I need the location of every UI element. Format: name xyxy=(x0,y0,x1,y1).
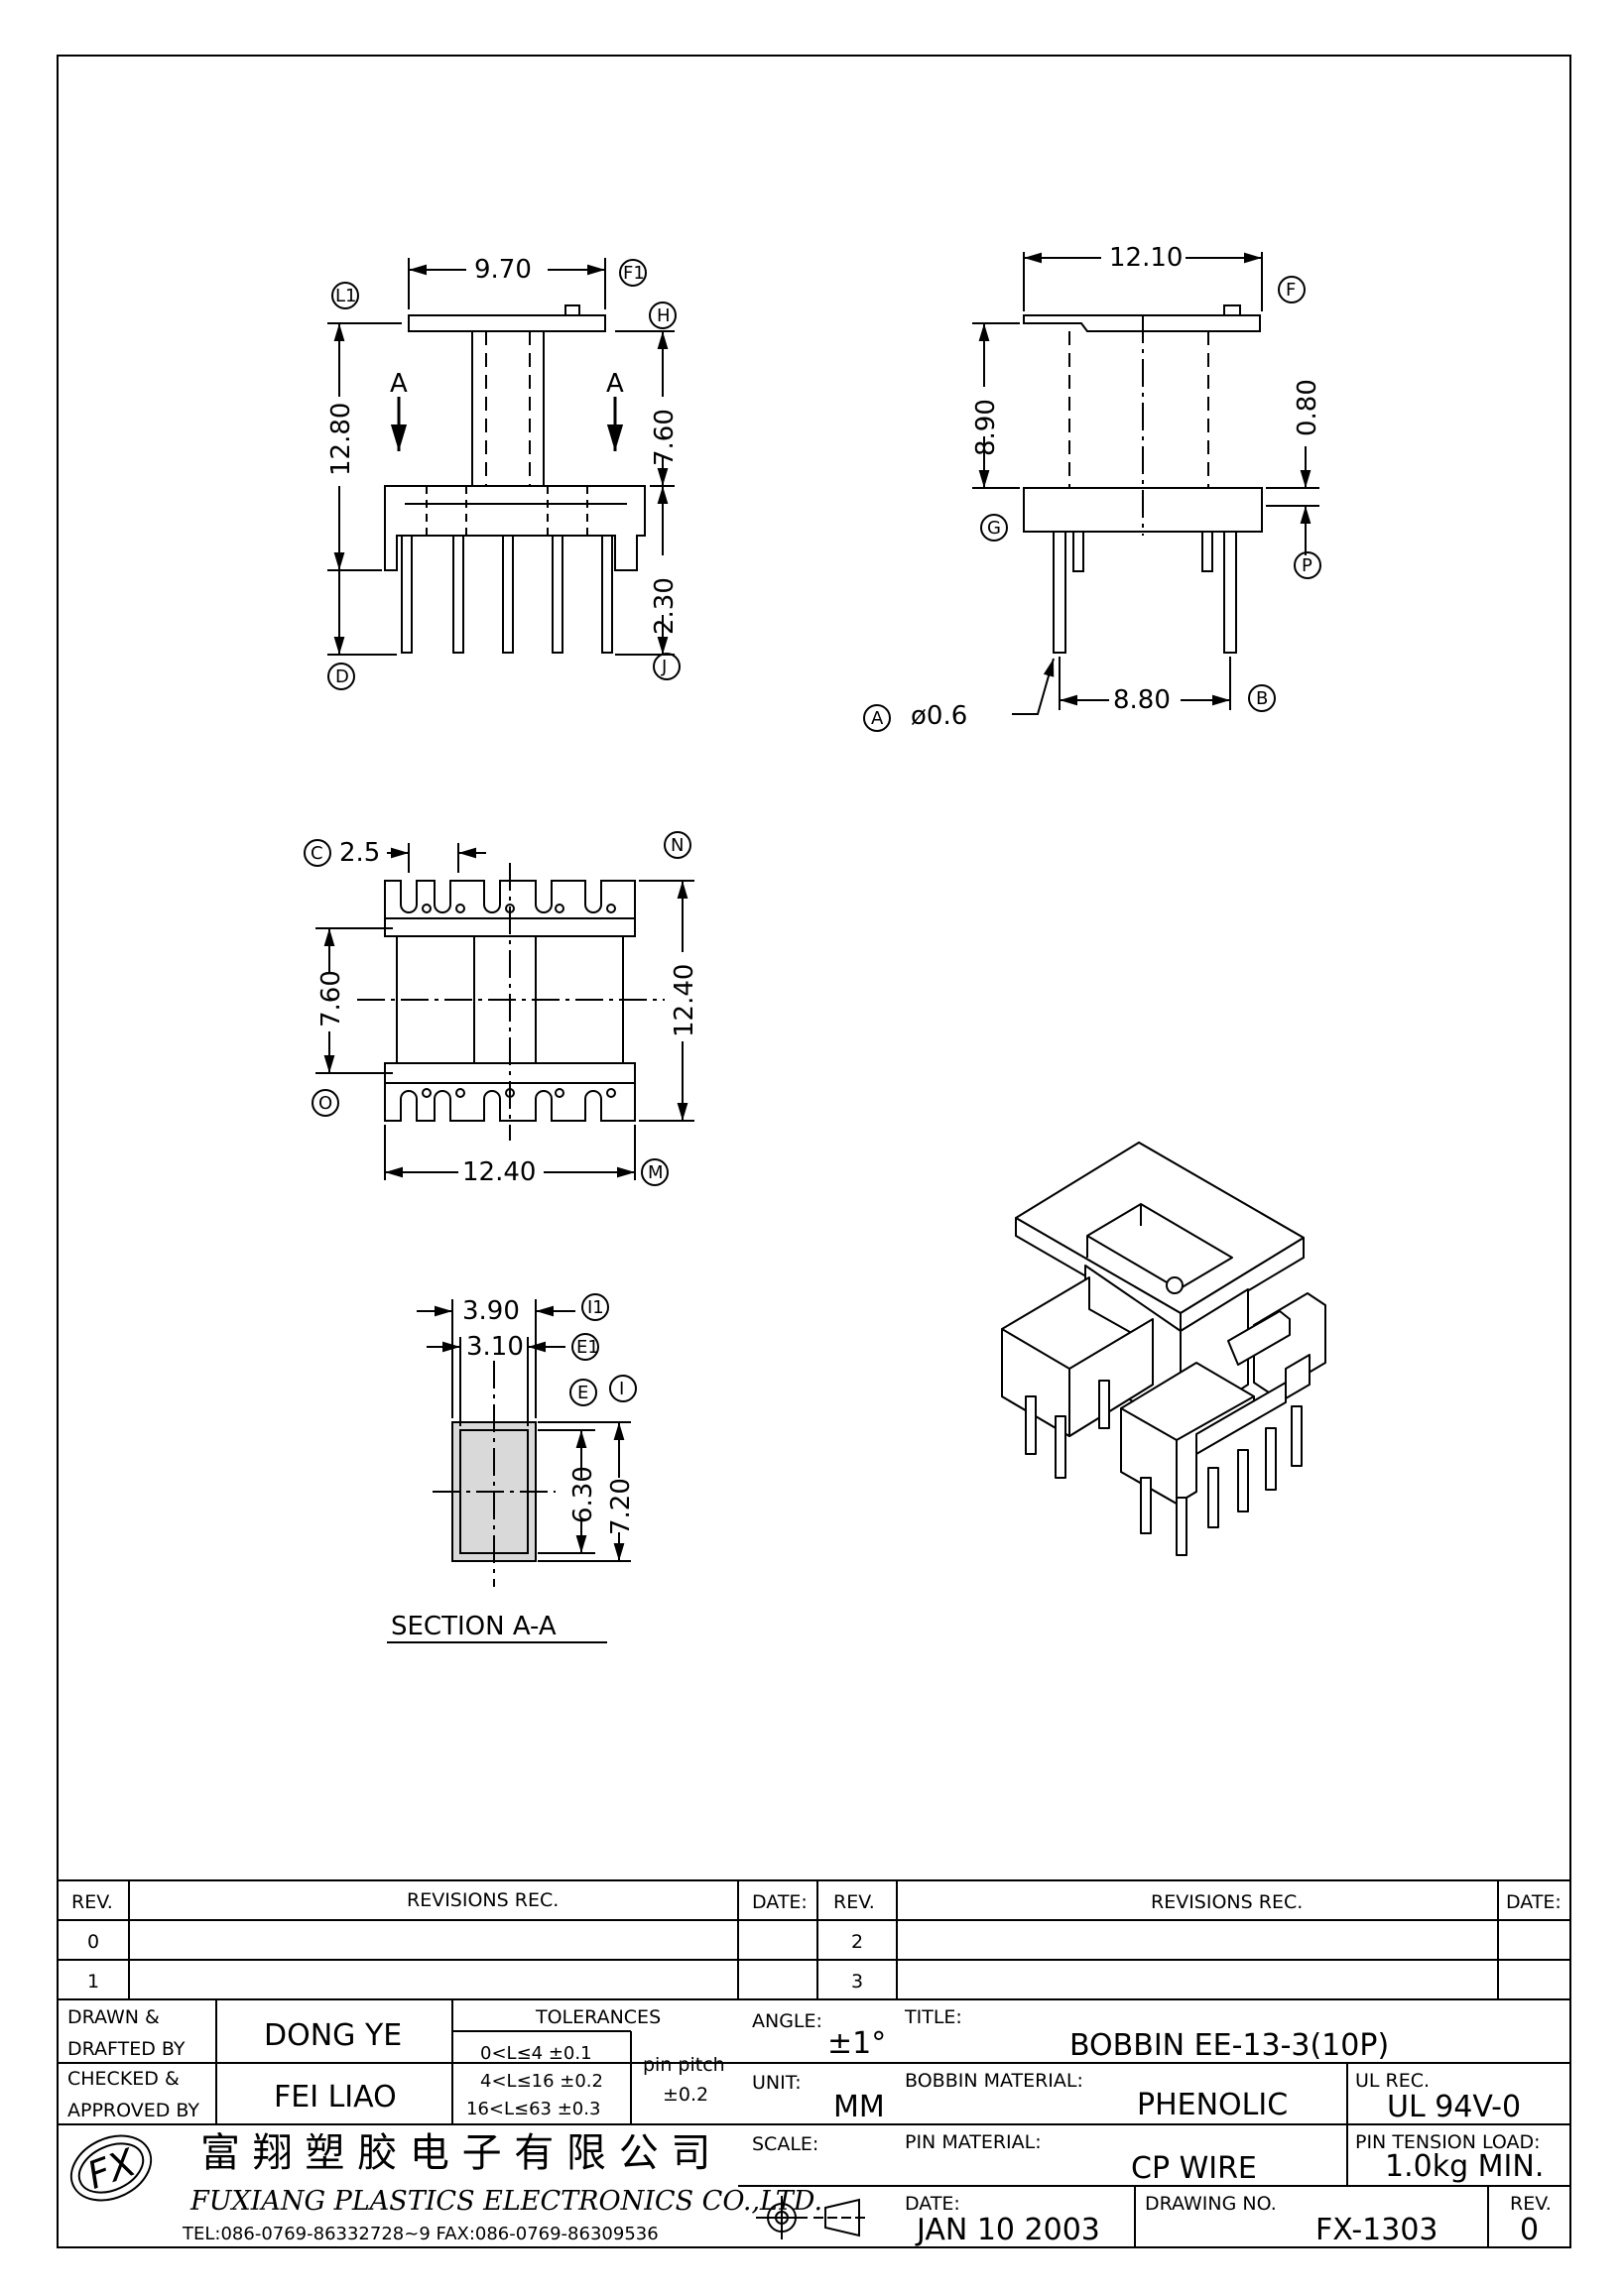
date-label: DATE: xyxy=(905,2193,960,2215)
ref-f: F xyxy=(1286,280,1296,301)
rev-row-2: 2 xyxy=(851,1931,863,1953)
ref-m: M xyxy=(648,1162,664,1183)
drawn-by: DONG YE xyxy=(264,2018,402,2053)
dim-front-pin-length: 2.30 xyxy=(650,577,680,635)
tolerance-2: 4<L≤16 ±0.2 xyxy=(480,2071,603,2092)
ref-l1: L1 xyxy=(335,286,356,306)
section-arrow-label-left: A xyxy=(390,369,408,399)
ref-o: O xyxy=(318,1093,332,1114)
pin-material-value: CP WIRE xyxy=(1131,2151,1257,2186)
drawing-no-value: FX-1303 xyxy=(1315,2213,1438,2247)
front-view-labels: 9.70 12.80 7.60 2.30 A A L1 F1 H D J xyxy=(326,255,680,687)
ref-j: J xyxy=(661,657,667,677)
dim-bottom-overall-w: 12.40 xyxy=(462,1157,536,1187)
bottom-view xyxy=(304,831,694,1186)
dim-side-top-width: 12.10 xyxy=(1109,243,1183,273)
angle-label: ANGLE: xyxy=(752,2010,822,2032)
ref-f1: F1 xyxy=(623,263,645,284)
ref-i1: I1 xyxy=(587,1297,604,1318)
revision-table xyxy=(58,1879,1570,2000)
pin-pitch-value: ±0.2 xyxy=(663,2084,708,2106)
ref-g: G xyxy=(987,518,1001,539)
scale-label: SCALE: xyxy=(752,2133,818,2155)
section-arrow-label-right: A xyxy=(606,369,624,399)
dim-side-flange: 0.80 xyxy=(1293,379,1322,436)
drawn-label-1: DRAWN & xyxy=(67,2006,160,2028)
ref-e: E xyxy=(577,1383,588,1403)
dim-side-pin-diameter: ø0.6 xyxy=(911,701,967,731)
pin-pitch-label: pin pitch xyxy=(643,2054,725,2076)
ref-i: I xyxy=(619,1379,624,1399)
dim-bottom-overall-h: 12.40 xyxy=(670,964,699,1037)
ref-e1: E1 xyxy=(576,1337,599,1358)
ref-d: D xyxy=(335,666,349,687)
date-value: JAN 10 2003 xyxy=(915,2213,1100,2247)
section-view-labels: 3.90 3.10 6.30 7.20 I1 E1 E I SECTION A-… xyxy=(391,1296,636,1641)
ref-b: B xyxy=(1256,688,1268,709)
checked-label-2: APPROVED BY xyxy=(67,2100,199,2121)
angle-value: ±1° xyxy=(827,2026,886,2061)
bobbin-material-label: BOBBIN MATERIAL: xyxy=(905,2070,1083,2092)
tolerances-label: TOLERANCES xyxy=(535,2006,661,2028)
bottom-view-labels: 2.5 7.60 12.40 12.40 C N O M xyxy=(311,835,699,1187)
dim-side-pin-span: 8.80 xyxy=(1113,685,1171,715)
ref-c: C xyxy=(311,843,323,864)
dim-section-inner-width: 3.10 xyxy=(466,1332,524,1362)
ul-label: UL REC. xyxy=(1355,2070,1430,2092)
title-label: TITLE: xyxy=(904,2006,962,2028)
dim-section-inner-height: 6.30 xyxy=(568,1466,598,1523)
dim-section-outer-width: 3.90 xyxy=(462,1296,520,1326)
revisions-header: REVISIONS REC. xyxy=(407,1889,559,1911)
rev-header-2: REV. xyxy=(833,1891,875,1913)
rev-label: REV. xyxy=(1510,2193,1552,2215)
rev-row-0: 0 xyxy=(87,1931,99,1953)
tolerance-1: 0<L≤4 ±0.1 xyxy=(480,2043,592,2064)
isometric-view xyxy=(1001,1142,1326,1556)
ref-p: P xyxy=(1302,555,1312,576)
dim-front-top-width: 9.70 xyxy=(474,255,532,285)
side-view xyxy=(863,252,1321,732)
rev-value: 0 xyxy=(1520,2213,1539,2247)
rev-row-3: 3 xyxy=(851,1971,863,1993)
ref-h: H xyxy=(657,305,671,326)
dim-front-height-upper: 7.60 xyxy=(650,409,680,466)
unit-label: UNIT: xyxy=(752,2072,802,2094)
company-name-cn: 富 翔 塑 胶 电 子 有 限 公 司 xyxy=(200,2130,710,2176)
ref-a: A xyxy=(871,708,884,729)
revision-table-text: REV. REVISIONS REC. DATE: REV. REVISIONS… xyxy=(71,1889,1562,1993)
section-view xyxy=(387,1293,637,1643)
title-value: BOBBIN EE-13-3(10P) xyxy=(1069,2028,1389,2063)
pin-material-label: PIN MATERIAL: xyxy=(905,2131,1042,2153)
dim-bottom-inner: 7.60 xyxy=(316,970,346,1027)
title-block-text: DRAWN & DRAFTED BY DONG YE CHECKED & APP… xyxy=(67,2006,1552,2247)
company-contact: TEL:086-0769-86332728~9 FAX:086-0769-863… xyxy=(182,2224,659,2244)
dim-front-height-total: 12.80 xyxy=(326,403,356,476)
checked-label-1: CHECKED & xyxy=(67,2068,180,2090)
pin-tension-value: 1.0kg MIN. xyxy=(1385,2149,1544,2184)
ul-value: UL 94V-0 xyxy=(1387,2090,1521,2124)
date-header-2: DATE: xyxy=(1506,1891,1562,1913)
company-name-en: FUXIANG PLASTICS ELECTRONICS CO.,LTD. xyxy=(189,2186,822,2217)
rev-row-1: 1 xyxy=(87,1971,99,1993)
dim-section-outer-height: 7.20 xyxy=(606,1478,636,1535)
pin-tension-label: PIN TENSION LOAD: xyxy=(1355,2131,1541,2153)
ref-n: N xyxy=(671,835,684,856)
section-caption: SECTION A-A xyxy=(391,1612,557,1641)
side-view-labels: 12.10 8.90 0.80 8.80 ø0.6 F G P A B xyxy=(871,243,1322,731)
revisions-header-2: REVISIONS REC. xyxy=(1151,1891,1303,1913)
date-header: DATE: xyxy=(752,1891,808,1913)
tolerance-3: 16<L≤63 ±0.3 xyxy=(466,2099,600,2119)
dim-bottom-pin-pitch: 2.5 xyxy=(339,838,380,868)
dim-side-height: 8.90 xyxy=(971,399,1001,456)
checked-by: FEI LIAO xyxy=(274,2080,397,2115)
drawing-no-label: DRAWING NO. xyxy=(1145,2193,1277,2215)
unit-value: MM xyxy=(833,2090,885,2124)
drawn-label-2: DRAFTED BY xyxy=(67,2038,186,2060)
rev-header: REV. xyxy=(71,1891,113,1913)
front-view xyxy=(327,258,681,690)
bobbin-material-value: PHENOLIC xyxy=(1137,2088,1288,2122)
sheet-border xyxy=(57,55,1571,2248)
title-block xyxy=(58,1999,1570,2247)
